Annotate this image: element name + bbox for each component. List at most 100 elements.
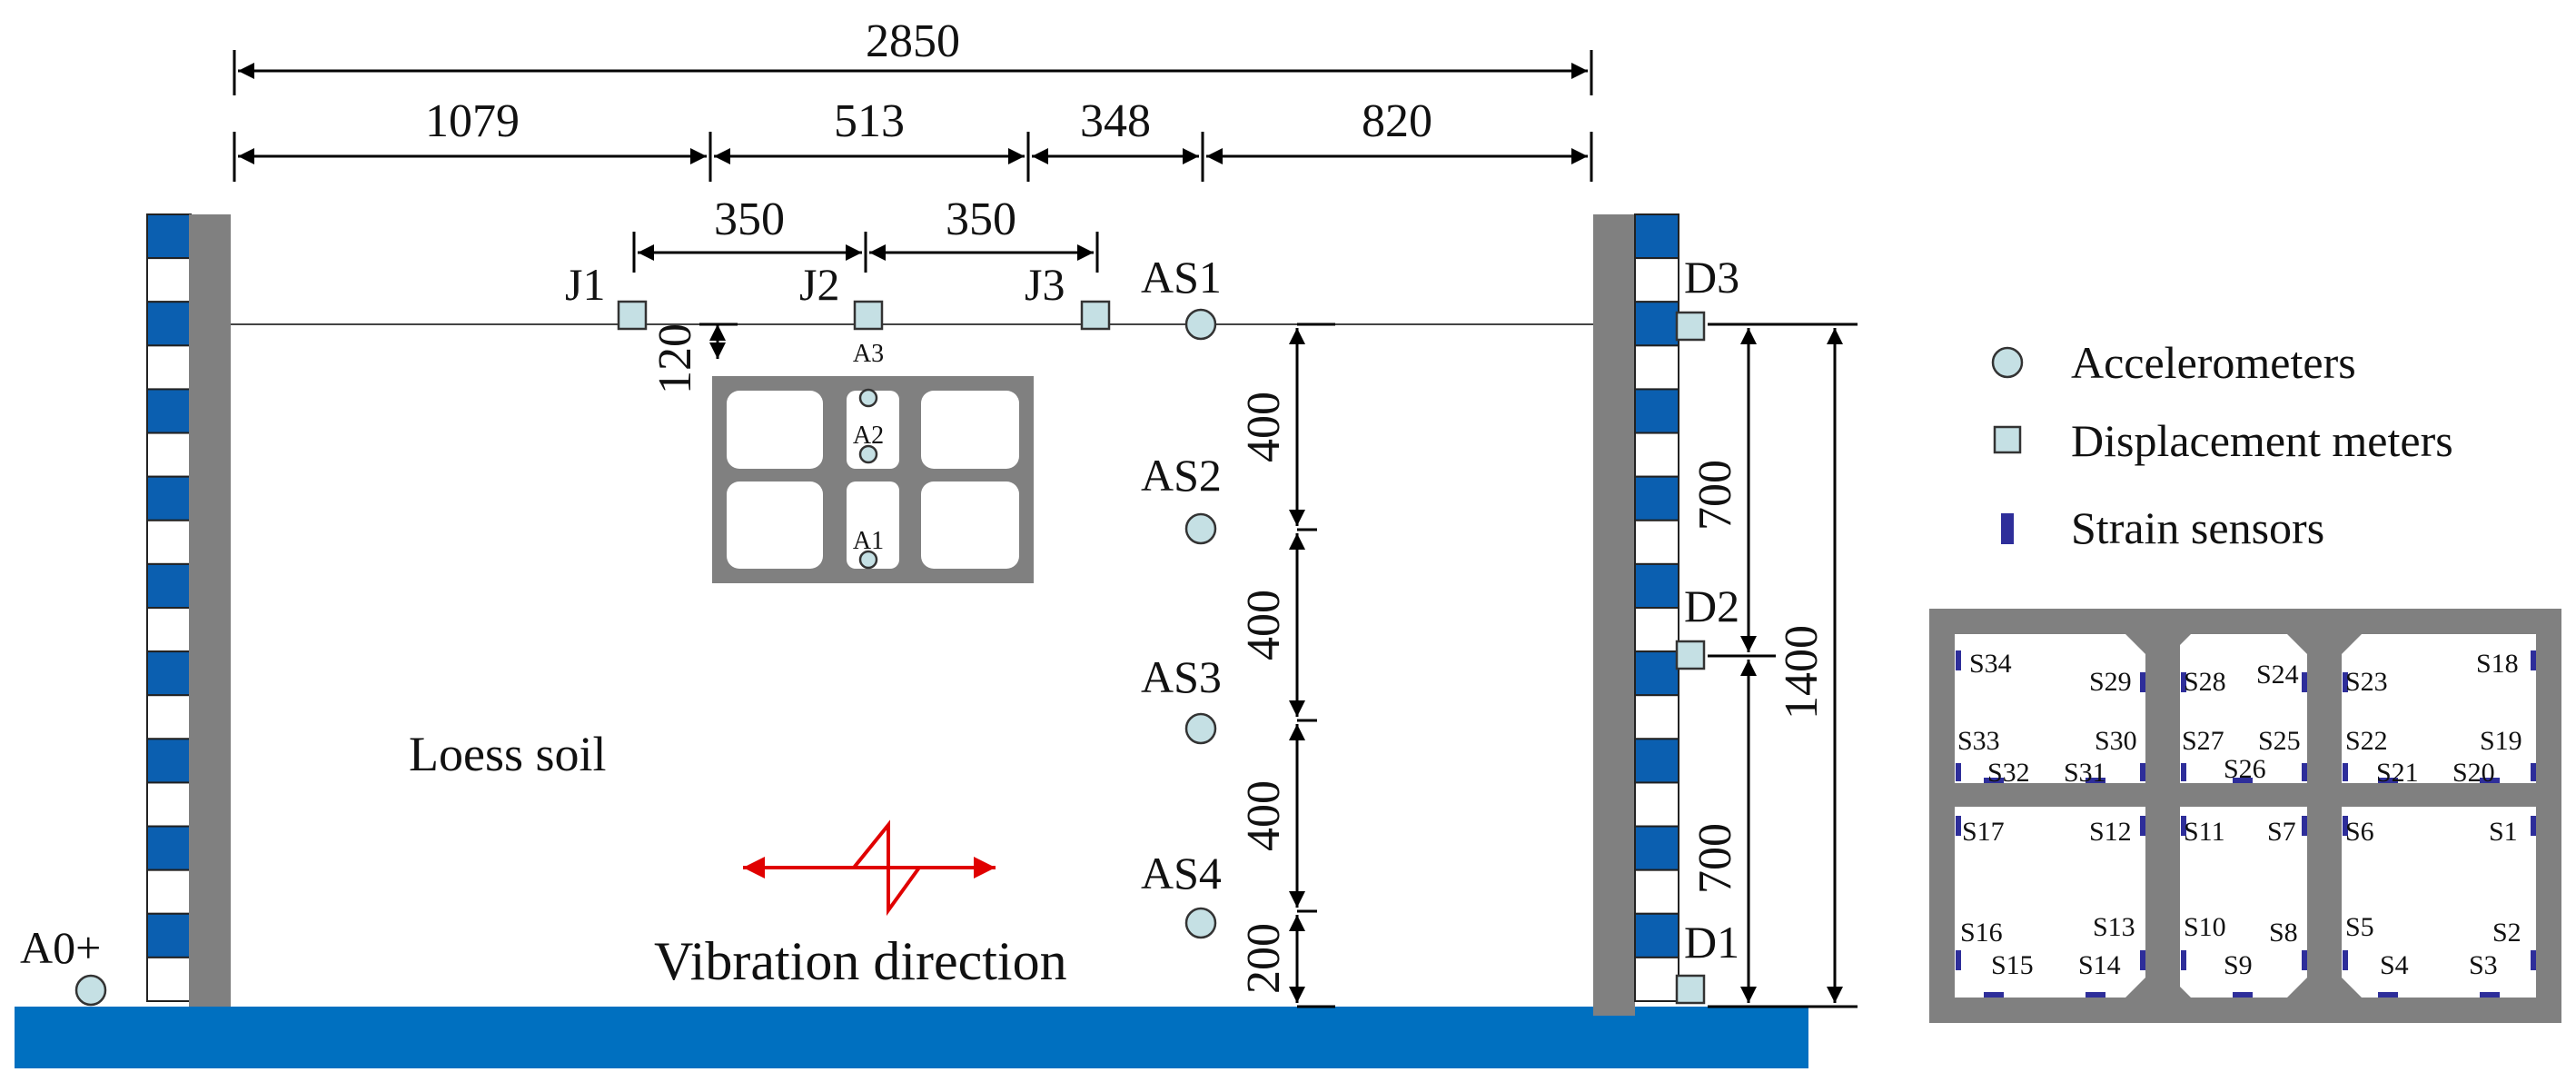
right-block-segment (1634, 781, 1679, 828)
dim-depth4: 200 (1238, 923, 1290, 994)
strain-label-s31: S31 (2064, 758, 2106, 788)
left-block-segment (146, 432, 192, 478)
left-block-segment (146, 301, 192, 347)
left-block-segment (146, 956, 192, 1003)
accelerometers (74, 308, 1217, 1007)
strain-label-s24: S24 (2256, 660, 2299, 690)
right-block-segment (1634, 475, 1679, 521)
strain-label-s19: S19 (2480, 726, 2522, 756)
displacement-meter-j1 (617, 300, 648, 331)
right-block-segment (1634, 301, 1679, 347)
strain-label-s8: S8 (2269, 918, 2298, 948)
left-block-segment (146, 825, 192, 871)
top-dimensions (233, 50, 1593, 359)
right-boundary-blocks (1634, 213, 1679, 1003)
left-block-segment (146, 869, 192, 915)
dim-d-upper: 700 (1689, 460, 1741, 531)
displacement-meter-j3 (1080, 300, 1111, 331)
left-block-segment (146, 344, 192, 391)
right-block-segment (1634, 213, 1679, 260)
cell-top-left (1955, 634, 2145, 783)
strain-label-s29: S29 (2089, 667, 2132, 697)
label-j1: J1 (565, 259, 605, 310)
strain-label-s9: S9 (2224, 950, 2253, 980)
legend: Accelerometers Displacement meters Strai… (1991, 337, 2453, 553)
right-block-segment (1634, 912, 1679, 958)
label-a0: A0+ (20, 922, 101, 973)
left-rigid-wall (189, 214, 231, 1007)
left-block-segment (146, 519, 192, 565)
strain-label-s10: S10 (2184, 912, 2226, 942)
strain-label-s15: S15 (1991, 950, 2034, 980)
strain-label-s14: S14 (2078, 950, 2121, 980)
label-as1: AS1 (1141, 252, 1222, 303)
left-block-segment (146, 388, 192, 434)
accelerometer-a1 (858, 550, 878, 570)
depth-dimension-labels: 400 400 400 200 (1238, 392, 1290, 994)
strain-sensor-marks (1956, 650, 2536, 998)
strain-label-s28: S28 (2184, 667, 2226, 697)
top-dimension-labels: 2850 1079 513 348 820 350 350 120 (425, 15, 1432, 394)
tunnel-cross-section (712, 376, 1034, 583)
label-as4: AS4 (1141, 848, 1222, 898)
sensor-labels: J1 J2 J3 AS1 AS2 AS3 AS4 A0+ D3 D2 D1 (20, 252, 1739, 973)
right-block-segment (1634, 956, 1679, 1003)
strain-label-s4: S4 (2380, 950, 2409, 980)
right-block-segment (1634, 694, 1679, 740)
left-boundary-blocks (146, 213, 192, 1003)
strain-label-s27: S27 (2182, 726, 2224, 756)
accelerometer-as4 (1184, 907, 1217, 939)
left-block-segment (146, 694, 192, 740)
strain-label-s18: S18 (2476, 649, 2519, 679)
label-d3: D3 (1684, 252, 1739, 303)
displacement-meter-j2 (853, 300, 884, 331)
vibration-label: Vibration direction (654, 931, 1067, 991)
label-d1: D1 (1684, 917, 1739, 968)
dim-depth1: 400 (1238, 392, 1290, 462)
left-block-segment (146, 213, 192, 260)
legend-displacement-icon (1993, 425, 2022, 454)
right-block-segment (1634, 650, 1679, 697)
dim-depth3: 400 (1238, 780, 1290, 851)
strain-label-s13: S13 (2093, 912, 2135, 942)
left-block-segment (146, 650, 192, 697)
strain-label-s5: S5 (2345, 912, 2374, 942)
strain-label-s1: S1 (2489, 817, 2518, 847)
dim-depth2: 400 (1238, 590, 1290, 660)
left-block-segment (146, 562, 192, 610)
right-block-segment (1634, 519, 1679, 565)
displacement-meter-d1 (1675, 974, 1706, 1005)
displacement-meter-d3 (1675, 311, 1706, 342)
strain-label-s26: S26 (2224, 754, 2266, 784)
legend-accelerometer-icon (1991, 346, 2024, 379)
strain-label-s33: S33 (1957, 726, 2000, 756)
displacement-meters (617, 300, 1706, 1005)
dim-seg3: 348 (1080, 95, 1151, 147)
accelerometer-as3 (1184, 712, 1217, 745)
vibration-arrow (743, 819, 996, 917)
label-d2: D2 (1684, 581, 1739, 631)
right-block-segment (1634, 825, 1679, 871)
label-j2: J2 (799, 259, 839, 310)
strain-label-s23: S23 (2345, 667, 2388, 697)
dim-cover: 120 (649, 323, 701, 394)
left-block-segment (146, 781, 192, 828)
label-a1: A1 (853, 527, 884, 555)
dim-d-lower: 700 (1689, 823, 1741, 894)
right-block-segment (1634, 607, 1679, 653)
dim-total: 2850 (866, 15, 960, 67)
label-j3: J3 (1025, 259, 1065, 310)
ground-base (15, 1007, 1808, 1068)
tunnel-sensor-labels: A3 A2 A1 (853, 340, 884, 555)
strain-label-s17: S17 (1962, 817, 2005, 847)
strain-label-s25: S25 (2258, 726, 2301, 756)
right-block-segment (1634, 562, 1679, 610)
strain-label-s7: S7 (2267, 817, 2296, 847)
accelerometer-a2 (858, 444, 878, 464)
legend-strain-icon (2001, 513, 2014, 544)
dim-seg4: 820 (1362, 95, 1432, 147)
left-block-segment (146, 607, 192, 653)
cell-bottom-right (2342, 807, 2536, 998)
strain-cross-section (1929, 609, 2561, 1023)
